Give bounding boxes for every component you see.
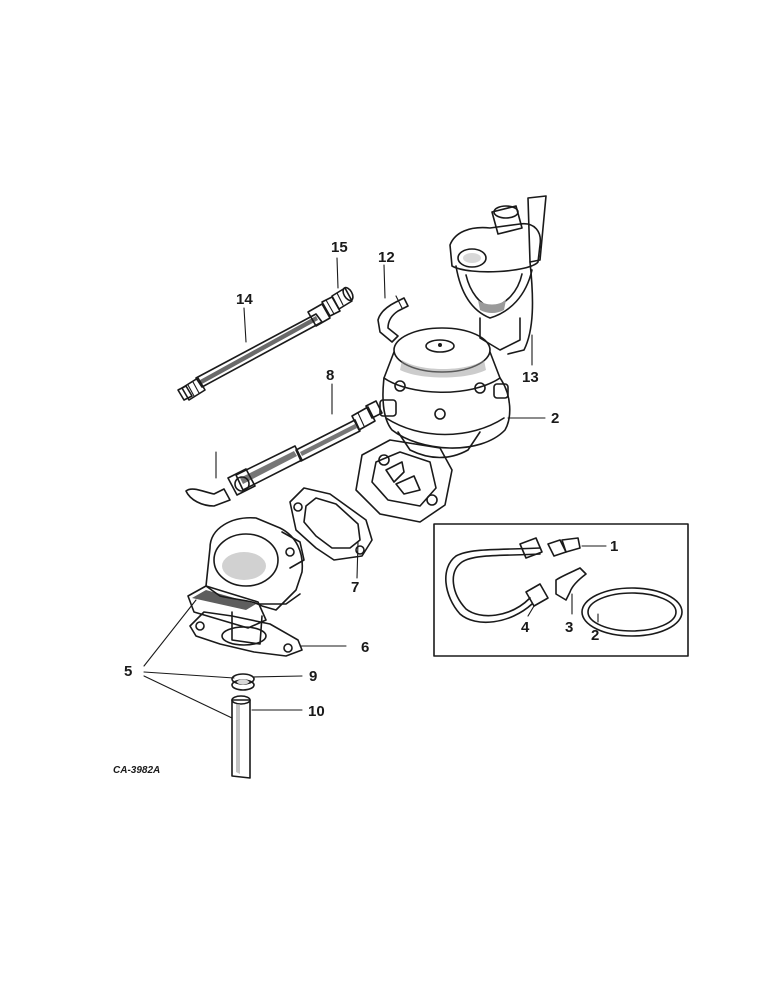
part-6-gasket (189, 611, 303, 657)
callout-1: 1 (610, 538, 618, 555)
part-9-o-ring (231, 673, 255, 691)
drawing-code: CA-3982A (113, 765, 160, 776)
part-12-sediment-bowl (449, 195, 547, 355)
pump-adapter-block (187, 517, 305, 645)
callout-9: 9 (309, 668, 317, 685)
part-7-gasket (289, 487, 373, 561)
callout-5: 5 (124, 663, 132, 680)
callout-3: 3 (565, 619, 573, 636)
callout-13: 14 (236, 291, 253, 308)
inset-alternate-parts (433, 523, 689, 657)
callout-4: 4 (521, 619, 530, 636)
callout-11: 12 (378, 249, 395, 266)
part-11-elbow (377, 295, 409, 343)
part-15-elbow-fitting (185, 445, 303, 507)
callout-8: 8 (326, 367, 334, 384)
callout-6: 6 (361, 639, 369, 656)
callout-2-main: 2 (551, 410, 559, 427)
part-14-adapter (331, 286, 354, 310)
part-2-fuel-pump (379, 327, 511, 459)
leader-lines (143, 257, 607, 719)
callout-14: 15 (331, 239, 348, 256)
callout-12: 13 (522, 369, 539, 386)
callout-7: 7 (351, 579, 359, 596)
callout-10: 10 (308, 703, 325, 720)
pump-lower-housing (355, 439, 453, 523)
callout-2-inset: 2 (591, 627, 599, 644)
part-13-fuel-hose (177, 296, 341, 401)
part-10-push-rod (231, 695, 251, 779)
part-8-fuel-hose (295, 400, 383, 462)
callout-labels: 15 14 12 13 8 2 7 6 5 9 10 1 3 4 2 CA-39… (113, 239, 618, 776)
